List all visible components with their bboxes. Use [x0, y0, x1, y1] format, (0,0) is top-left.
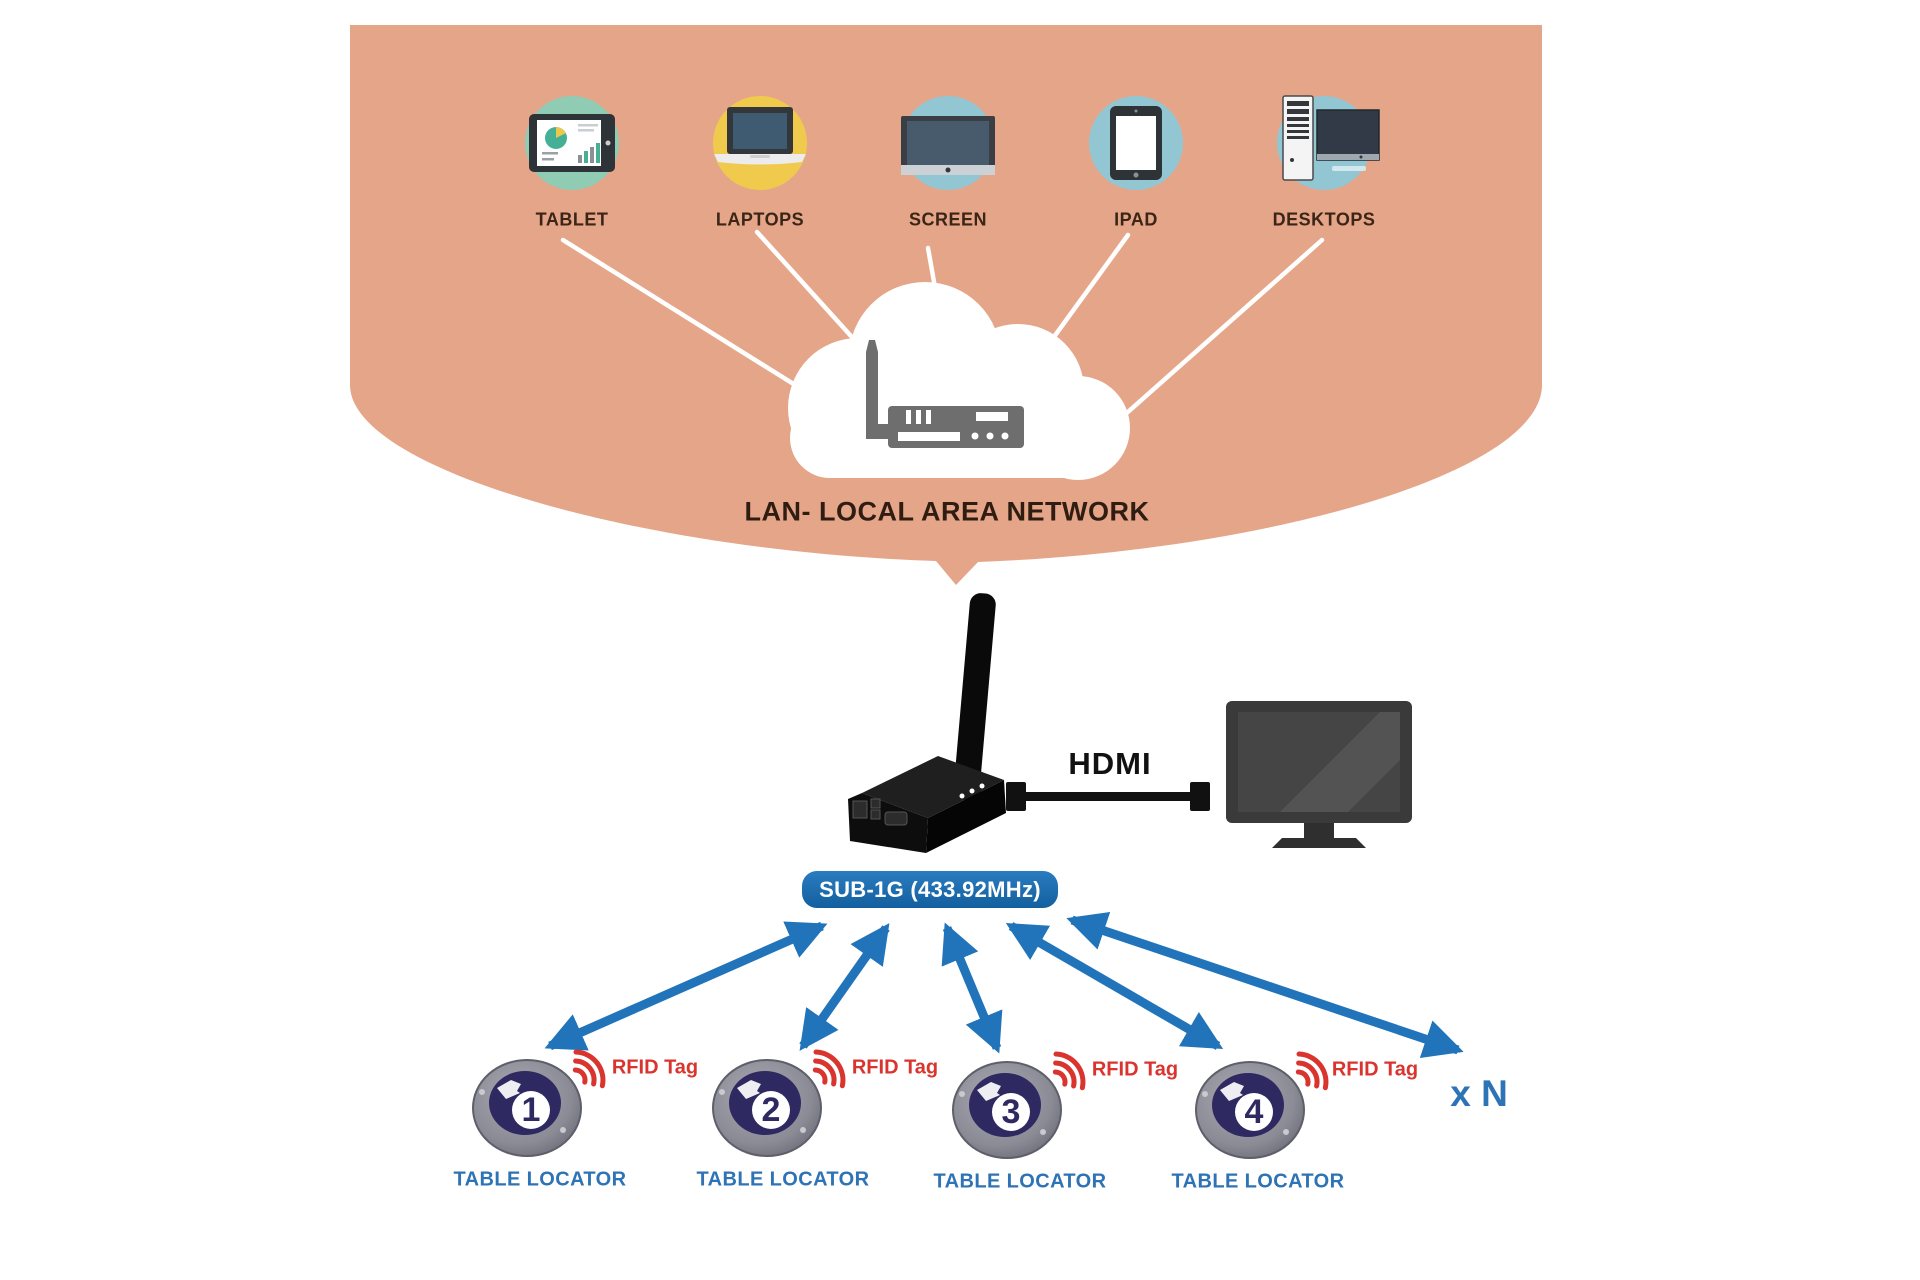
table-locator-label-1: TABLE LOCATOR: [453, 1168, 627, 1191]
radio-link-arrows: [544, 911, 1464, 1059]
table-locator-2-icon: 2: [712, 1059, 822, 1157]
table-locator-1-icon: 1: [472, 1059, 582, 1157]
link-arrow: [1005, 922, 1224, 1050]
lan-cloud-icon: [788, 282, 1130, 480]
tablet-label: TABLET: [535, 209, 609, 230]
locator-number: 4: [1245, 1093, 1264, 1131]
desktops-label: DESKTOPS: [1272, 209, 1376, 230]
more-locators-label: x N: [1450, 1073, 1508, 1114]
rfid-signal-icon: [1052, 1051, 1086, 1091]
table-locator-label-2: TABLE LOCATOR: [696, 1168, 870, 1191]
desktops-icon: [1277, 95, 1380, 190]
screen-label: SCREEN: [908, 209, 988, 230]
link-arrow: [941, 922, 1003, 1054]
sub1g-band-badge: SUB-1G (433.92MHz): [802, 871, 1058, 908]
table-locator-4-icon: 4: [1195, 1061, 1305, 1159]
rfid-signal-arcs: [572, 1049, 1329, 1091]
link-arrow: [1066, 911, 1464, 1059]
link-arrow: [799, 923, 890, 1051]
ipad-icon: [1089, 96, 1183, 190]
laptops-label: LAPTOPS: [715, 209, 805, 230]
connector-line: [1091, 237, 1325, 445]
table-locator-label-3: TABLE LOCATOR: [933, 1170, 1107, 1193]
hdmi-cable-icon: [1006, 782, 1210, 811]
receiver-box-icon: [848, 756, 1006, 853]
screen-icon: [901, 96, 995, 190]
ipad-label: IPAD: [1114, 209, 1158, 230]
connector-line: [1040, 232, 1131, 355]
rfid-tag-label-4: RFID Tag: [1331, 1058, 1419, 1081]
table-locator-pucks: 1 2 3 4: [472, 1059, 1305, 1159]
rfid-signal-icon: [572, 1049, 606, 1089]
table-locator-3-icon: 3: [952, 1061, 1062, 1159]
link-arrow: [544, 921, 828, 1051]
sub1g-band-label: SUB-1G (433.92MHz): [819, 876, 1041, 902]
rfid-tag-label-3: RFID Tag: [1091, 1058, 1179, 1081]
tablet-icon: [525, 96, 619, 190]
locator-number: 2: [762, 1091, 781, 1129]
router-icon: [866, 340, 1024, 448]
rfid-tag-label-2: RFID Tag: [851, 1056, 939, 1079]
locator-number: 3: [1002, 1093, 1021, 1131]
lan-label: LAN- LOCAL AREA NETWORK: [744, 496, 1150, 527]
rfid-tag-label-1: RFID Tag: [611, 1056, 699, 1079]
locator-number: 1: [522, 1091, 541, 1129]
laptops-icon: [713, 96, 807, 190]
rfid-signal-icon: [812, 1049, 846, 1089]
rfid-signal-icon: [1295, 1051, 1329, 1091]
monitor-icon: [1226, 701, 1412, 848]
table-locator-label-4: TABLE LOCATOR: [1171, 1170, 1345, 1193]
hdmi-label: HDMI: [1068, 746, 1152, 781]
